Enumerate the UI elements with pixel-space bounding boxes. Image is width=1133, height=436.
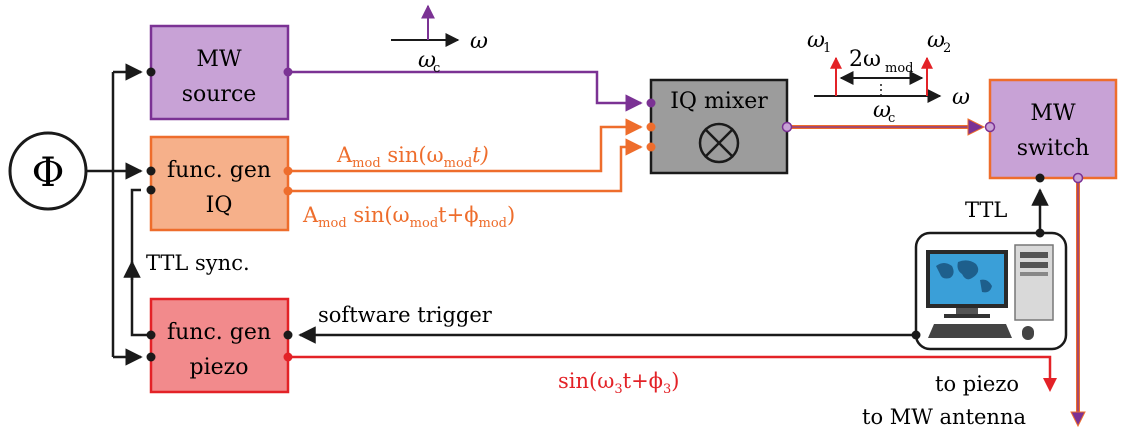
mw-switch-label-line2: switch <box>1017 136 1090 161</box>
mw-source-label-line1: MW <box>196 47 242 72</box>
ttl-sync-label: TTL sync. <box>146 251 250 275</box>
func-gen-iq-label-line1: func. gen <box>167 158 271 183</box>
func-gen-piezo-label-line2: piezo <box>190 355 249 380</box>
sideband-spectrum-inset: ω 1 ω 2 2ω mod ω ω c <box>807 28 970 126</box>
iq-mixer-block: IQ mixer <box>649 78 789 175</box>
sideband-omega1: ω <box>807 28 825 53</box>
sideband-axis-omega: ω <box>952 85 970 110</box>
sideband-2omega: 2ω <box>849 47 881 72</box>
sideband-2omega-sub: mod <box>885 61 913 76</box>
iq-signal-2-wire <box>288 138 643 193</box>
iq-signal-1-label: Amod sin(ωmodt) <box>336 143 489 171</box>
sideband-omega-c-sub: c <box>888 111 895 126</box>
switch-to-antenna-wire <box>1070 178 1086 428</box>
ttl-sync-wire <box>123 188 151 337</box>
mixer-to-switch-wire <box>787 118 986 136</box>
carrier-omega-c-sub: c <box>433 61 440 76</box>
mw-source-block: MW source <box>149 24 290 121</box>
iq-signal-1-wire <box>288 118 643 173</box>
func-gen-iq-label-line2: IQ <box>206 193 233 218</box>
iq-mixer-label: IQ mixer <box>670 89 768 114</box>
software-trigger-label: software trigger <box>318 303 493 327</box>
phi-symbol: Φ <box>32 150 65 196</box>
port-dots <box>146 67 1084 362</box>
phi-node: Φ <box>8 131 88 211</box>
computer-icon <box>914 231 1068 351</box>
carrier-omega-c: ω <box>418 48 436 73</box>
piezo-signal-wire <box>288 355 1057 392</box>
carrier-spectrum-inset: ω ω c <box>391 4 488 76</box>
sideband-omega1-sub: 1 <box>823 41 831 56</box>
func-gen-iq-block: func. gen IQ <box>149 135 290 232</box>
piezo-signal-label: sin(ω3t+ϕ3) <box>558 369 679 397</box>
mw-source-label-line2: source <box>182 82 257 107</box>
sideband-omega2-sub: 2 <box>943 41 951 56</box>
mixer-cross-icon <box>698 122 740 164</box>
mw-switch-block: MW switch <box>988 78 1118 180</box>
carrier-axis-omega: ω <box>470 29 488 54</box>
to-mw-antenna-label: to MW antenna <box>862 405 1026 429</box>
mw-switch-label-line1: MW <box>1030 101 1076 126</box>
sideband-omega-c: ω <box>873 98 891 123</box>
phi-distribution-wires <box>86 63 143 366</box>
ttl-label: TTL <box>965 198 1007 222</box>
iq-signal-2-label: Amod sin(ωmodt+ϕmod) <box>302 203 515 231</box>
to-piezo-label: to piezo <box>935 372 1019 396</box>
func-gen-piezo-label-line1: func. gen <box>167 320 271 345</box>
func-gen-piezo-block: func. gen piezo <box>149 297 290 394</box>
sideband-omega2: ω <box>927 28 945 53</box>
mw-source-to-mixer-wire <box>288 70 643 112</box>
